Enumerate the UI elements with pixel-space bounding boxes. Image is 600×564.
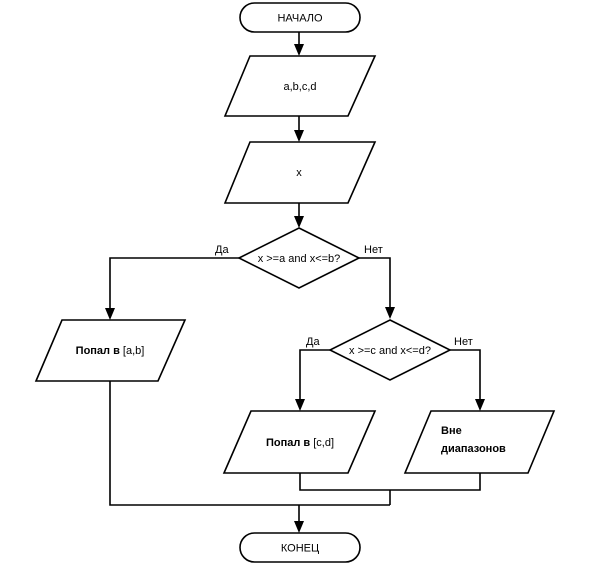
arrowhead-end — [294, 521, 304, 533]
output-ab: Попал в [a,b] — [34, 319, 187, 382]
output-ab-bold: Попал в — [76, 345, 120, 357]
output-cd-label: Попал в [c,d] — [266, 437, 334, 449]
arrowheads — [105, 44, 485, 533]
arrowhead-output-out — [475, 399, 485, 411]
end-label: КОНЕЦ — [281, 543, 319, 555]
connector-decision1-no — [359, 257, 391, 311]
output-cd: Попал в [c,d] — [222, 410, 377, 474]
connector-decision2-yes — [299, 349, 330, 403]
arrowhead-input — [294, 44, 304, 56]
end-terminator: КОНЕЦ — [239, 532, 361, 563]
decision-1: x >=a and x<=b? Да Нет — [215, 227, 383, 289]
connector-decision1-yes — [109, 257, 239, 312]
arrowhead-output-ab — [105, 308, 115, 320]
output-cd-bold: Попал в — [266, 437, 310, 449]
decision-2-no-label: Нет — [454, 336, 473, 348]
decision-1-label: x >=a and x<=b? — [258, 253, 341, 265]
input-x: x — [223, 141, 377, 204]
start-label: НАЧАЛО — [277, 13, 323, 25]
connector-decision2-no — [450, 349, 481, 403]
decision-2: x >=c and x<=d? Да Нет — [306, 319, 473, 381]
output-cd-range: [c,d] — [310, 437, 334, 449]
connector-out-merge — [299, 473, 481, 491]
input-x-label: x — [296, 167, 302, 179]
decision-2-label: x >=c and x<=d? — [349, 345, 431, 357]
output-out-line2: диапазонов — [441, 443, 506, 455]
output-ab-label: Попал в [a,b] — [76, 345, 145, 357]
decision-1-yes-label: Да — [215, 244, 229, 256]
arrowhead-decision2 — [385, 307, 395, 319]
arrowhead-decision1 — [294, 216, 304, 228]
connectors — [109, 32, 481, 525]
output-out-line1: Вне — [441, 425, 462, 437]
decision-1-no-label: Нет — [364, 244, 383, 256]
output-out-of-range: Вне диапазонов — [403, 410, 556, 474]
decision-2-yes-label: Да — [306, 336, 320, 348]
input-abcd: a,b,c,d — [223, 55, 377, 117]
output-ab-range: [a,b] — [120, 345, 144, 357]
start-terminator: НАЧАЛО — [239, 2, 361, 33]
arrowhead-output-cd — [295, 399, 305, 411]
arrowhead-x — [294, 130, 304, 142]
input-abcd-label: a,b,c,d — [283, 81, 316, 93]
connector-ab-to-join — [109, 381, 299, 506]
